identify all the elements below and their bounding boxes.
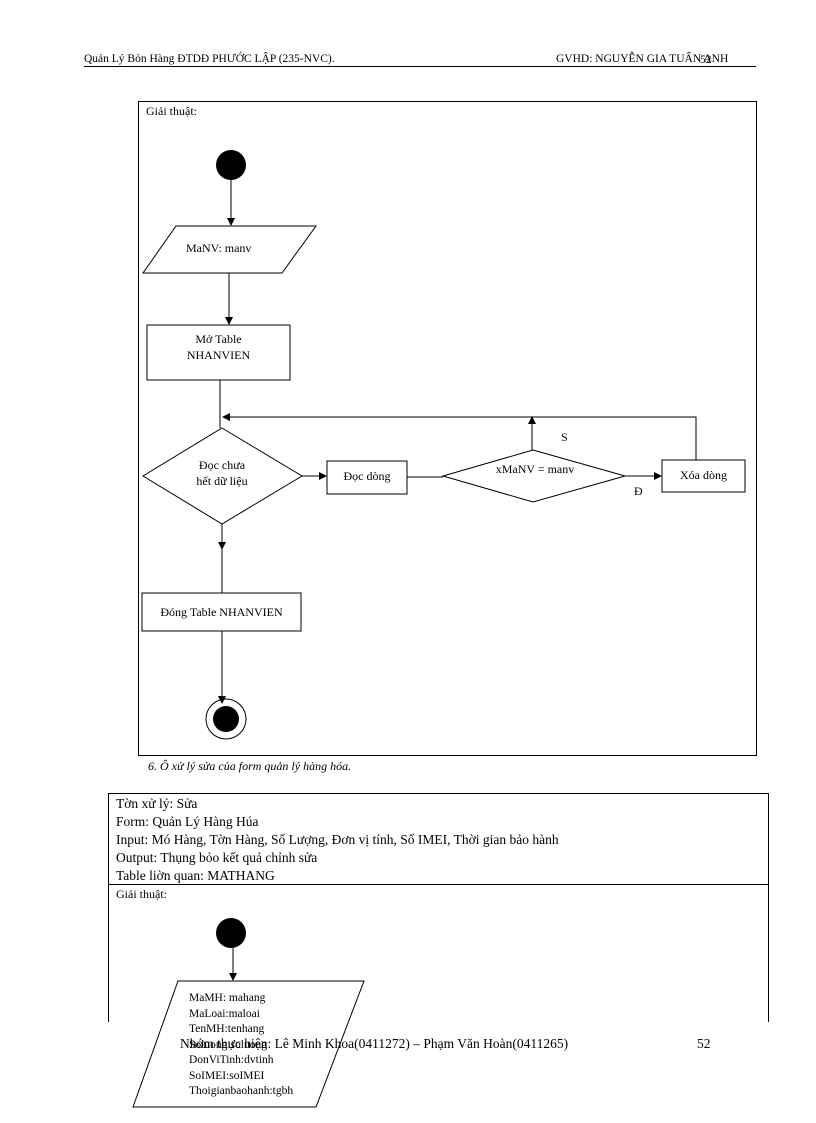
input-2-line: MaLoai:maloai xyxy=(189,1007,260,1020)
read-row-box xyxy=(326,460,408,495)
process-output: Output: Thụng bỏo kết quả chỉnh sửa xyxy=(116,850,318,865)
input-2-line: SoIMEI:soIMEI xyxy=(189,1069,265,1082)
end-node-ring xyxy=(205,698,247,740)
process-form: Form: Quản Lý Hàng Húa xyxy=(116,814,259,829)
close-table-text: Đóng Table NHANVIEN xyxy=(160,605,283,619)
delete-row-text: Xóa dòng xyxy=(680,468,727,482)
open-table-line-2: NHANVIEN xyxy=(186,348,251,362)
compare-text: xMaNV = manv xyxy=(495,462,575,476)
process-info-box xyxy=(108,793,769,885)
open-table-box xyxy=(146,324,291,381)
footer-text: Nhóm thực hiện: Lê Minh Khoa(0411272) – … xyxy=(180,1036,569,1051)
delete-row-box xyxy=(661,459,746,493)
header-rule xyxy=(84,66,756,67)
compare-diamond xyxy=(441,449,627,503)
input-2-line: Soluong:soluong xyxy=(189,1038,267,1051)
algorithm-label-2: Giải thuật: xyxy=(116,887,167,901)
open-table-text: Mở Table NHANVIEN xyxy=(147,331,290,363)
input-2-line: Thoigianbaohanh:tgbh xyxy=(189,1085,294,1097)
process-table: Table liờn quan: MATHANG xyxy=(116,868,275,883)
open-table-line-1: Mở Table xyxy=(195,332,242,346)
input-2-line: DonViTinh:dvtinh xyxy=(189,1054,274,1066)
flowchart-frame-1 xyxy=(138,101,757,756)
frame-2-left-border xyxy=(108,884,109,1022)
section-caption: 6. Ô xử lý sửa của form quản lý hàng hóa… xyxy=(148,759,352,773)
process-info: Tờn xử lý: Sửa Form: Quản Lý Hàng Húa In… xyxy=(116,795,559,885)
header-page-number: 52 xyxy=(700,54,712,66)
input-parallelogram xyxy=(142,225,317,274)
decision-text: Đọc chưa hết dữ liệu xyxy=(172,457,272,489)
start-node-2 xyxy=(216,918,246,948)
end-node xyxy=(213,706,239,732)
input-2-line: TenMH:tenhang xyxy=(189,1023,265,1035)
input-text: MaNV: manv xyxy=(186,241,252,255)
input-2-line: MaMH: mahang xyxy=(189,992,266,1004)
close-table-box xyxy=(141,592,302,632)
header-right: GVHD: NGUYỄN GIA TUẤN ANH xyxy=(556,53,729,65)
header-left: Quản Lý Bỏn Hàng ĐTDĐ PHƯỚC LẬP (235-NVC… xyxy=(84,53,335,65)
footer-page-number: 52 xyxy=(697,1036,711,1051)
decision-line-1: Đọc chưa xyxy=(198,458,246,472)
frame-2-right-border xyxy=(768,884,769,1022)
algorithm-label-1: Giải thuật: xyxy=(146,104,197,118)
process-name: Tờn xử lý: Sửa xyxy=(116,796,198,811)
no-branch-label: S xyxy=(561,430,568,444)
read-row-text: Đọc dòng xyxy=(343,469,391,483)
yes-branch-label: Đ xyxy=(634,484,643,498)
input-2-text: MaMH: mahang MaLoai:maloai TenMH:tenhang… xyxy=(189,991,293,1100)
process-input: Input: Mó Hàng, Tờn Hàng, Số Lượng, Đơn … xyxy=(116,832,559,847)
input-parallelogram-2 xyxy=(132,980,365,1108)
start-node xyxy=(216,150,246,180)
decision-line-2: hết dữ liệu xyxy=(196,474,248,488)
